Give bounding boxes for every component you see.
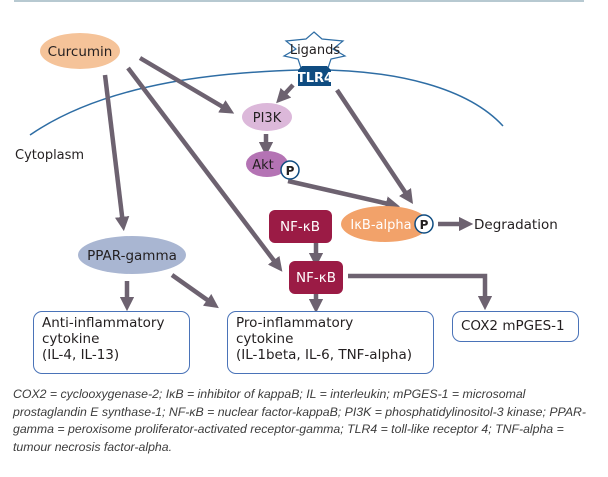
pi3k-node: PI3K	[242, 103, 292, 131]
pro-inflammatory-line-1: Pro-inflammatory	[236, 315, 354, 331]
arrow-nfkb-cox2	[348, 273, 493, 311]
arrow-akt-ikb	[287, 178, 401, 211]
pathway-diagram: Curcumin Ligands TLR4 PI3K Akt P IκB-alp…	[15, 31, 558, 314]
arrow-tlr4-pi3k	[276, 83, 295, 104]
cox2-box: COX2 mPGES-1	[452, 311, 579, 342]
anti-inflammatory-line-2: cytokine	[42, 331, 100, 347]
anti-inflammatory-line-3: (IL-4, IL-13)	[42, 347, 120, 363]
arrow-curcumin-ppar	[102, 74, 130, 232]
pro-inflammatory-line-2: cytokine	[236, 331, 294, 347]
akt-label: Akt	[252, 158, 274, 173]
anti-inflammatory-box: Anti-inflammatory cytokine (IL-4, IL-13)	[33, 311, 190, 374]
ppar-gamma-label: PPAR-gamma	[87, 248, 177, 264]
degradation-label: Degradation	[474, 217, 558, 233]
tlr4-label: TLR4	[297, 71, 333, 86]
ikb-alpha-node: IκB-alpha P	[341, 206, 434, 242]
ikb-phospho-label: P	[420, 218, 429, 232]
ligands-label: Ligands	[290, 43, 341, 58]
ppar-gamma-node: PPAR-gamma	[78, 236, 186, 274]
pro-inflammatory-line-3: (IL-1beta, IL-6, TNF-alpha)	[236, 347, 412, 363]
pro-inflammatory-box: Pro-inflammatory cytokine (IL-1beta, IL-…	[227, 311, 434, 374]
curcumin-label: Curcumin	[48, 44, 113, 60]
arrow-tlr4-ikb	[335, 88, 413, 204]
pi3k-label: PI3K	[253, 111, 282, 126]
cox2-label: COX2 mPGES-1	[461, 318, 565, 334]
curcumin-node: Curcumin	[40, 33, 120, 69]
figure-caption: COX2 = cyclooxygenase-2; IκB = inhibitor…	[13, 387, 587, 454]
ikb-alpha-label: IκB-alpha	[350, 218, 411, 233]
akt-node: Akt P	[246, 151, 300, 180]
cytoplasm-label: Cytoplasm	[15, 148, 84, 163]
nfkb-free-label: NF-κB	[296, 270, 336, 286]
akt-phospho-label: P	[286, 164, 295, 178]
phosphate-icon	[414, 214, 434, 234]
anti-inflammatory-line-1: Anti-inflammatory	[42, 315, 165, 331]
phosphate-icon	[280, 160, 300, 180]
nfkb-bound-node: NF-κB	[269, 210, 332, 243]
top-rule	[14, 0, 584, 2]
arrow-curcumin-pi3k	[138, 56, 235, 114]
arrow-ppar-pro	[170, 273, 219, 309]
tlr4-receptor: Ligands TLR4	[282, 31, 347, 86]
arrows	[102, 56, 493, 314]
nfkb-free-node: NF-κB	[289, 261, 343, 294]
arrow-curcumin-nfkb	[126, 66, 283, 272]
nfkb-bound-label: NF-κB	[280, 219, 320, 235]
